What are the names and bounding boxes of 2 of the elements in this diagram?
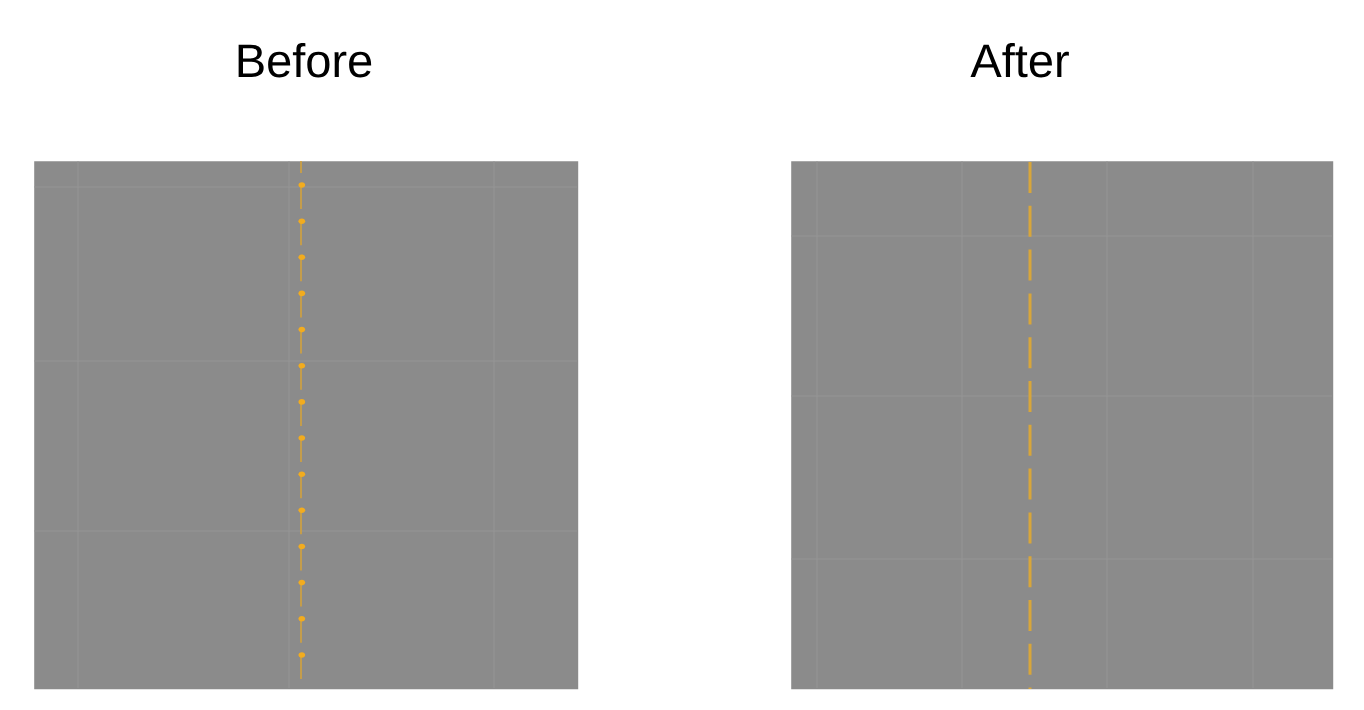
heading: After xyxy=(970,43,1069,78)
heading: Before xyxy=(238,43,372,78)
